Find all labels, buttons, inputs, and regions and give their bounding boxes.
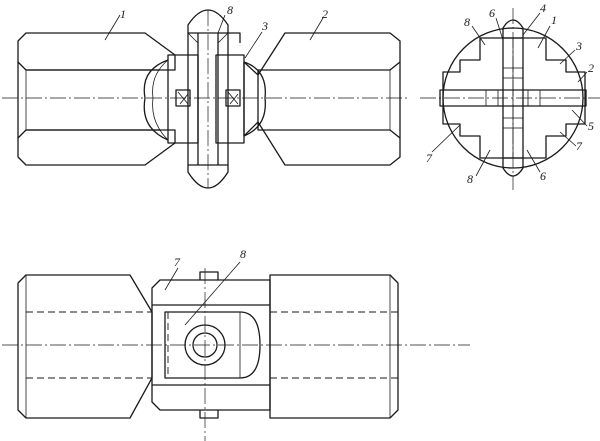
- bottom-right-yoke: [269, 274, 399, 419]
- label-side-3: 3: [575, 39, 582, 53]
- front-labels: 1 8 3 2: [104, 3, 328, 59]
- label-side-8-bottom: 8: [467, 172, 473, 186]
- cross-block-part-3: [167, 54, 259, 144]
- label-side-7-right: 7: [576, 139, 583, 153]
- pin-part-8: [187, 9, 241, 189]
- front-section-view: 1 8 3 2: [2, 3, 410, 189]
- bottom-left-yoke: [17, 274, 153, 419]
- label-side-1: 1: [551, 13, 557, 27]
- bottom-external-view: 7 8: [2, 247, 470, 441]
- label-bottom-8: 8: [240, 247, 246, 261]
- label-side-5: 5: [588, 119, 594, 133]
- bottom-pin-boss: [184, 324, 226, 366]
- label-side-6: 6: [489, 6, 495, 20]
- bottom-cross-block: [164, 311, 261, 379]
- label-front-8: 8: [227, 3, 233, 17]
- label-side-8: 8: [464, 15, 470, 29]
- label-side-7-left: 7: [426, 151, 433, 165]
- side-cross-body: [442, 37, 586, 159]
- label-front-3: 3: [261, 19, 268, 33]
- label-side-4: 4: [540, 1, 546, 15]
- label-front-2: 2: [322, 7, 328, 21]
- label-bottom-7: 7: [174, 255, 181, 269]
- bottom-pin-hole: [192, 332, 218, 358]
- label-front-1: 1: [120, 7, 126, 21]
- label-side-2: 2: [588, 61, 594, 75]
- side-labels: 8 6 4 1 3 2 5 7 7 8 6: [426, 1, 594, 186]
- side-section-view: 8 6 4 1 3 2 5 7 7 8 6: [420, 1, 600, 190]
- label-side-6-bottom: 6: [540, 169, 546, 183]
- right-yoke-part-2: [243, 32, 401, 166]
- bottom-labels: 7 8: [164, 247, 246, 326]
- left-yoke-part-1: [17, 32, 176, 166]
